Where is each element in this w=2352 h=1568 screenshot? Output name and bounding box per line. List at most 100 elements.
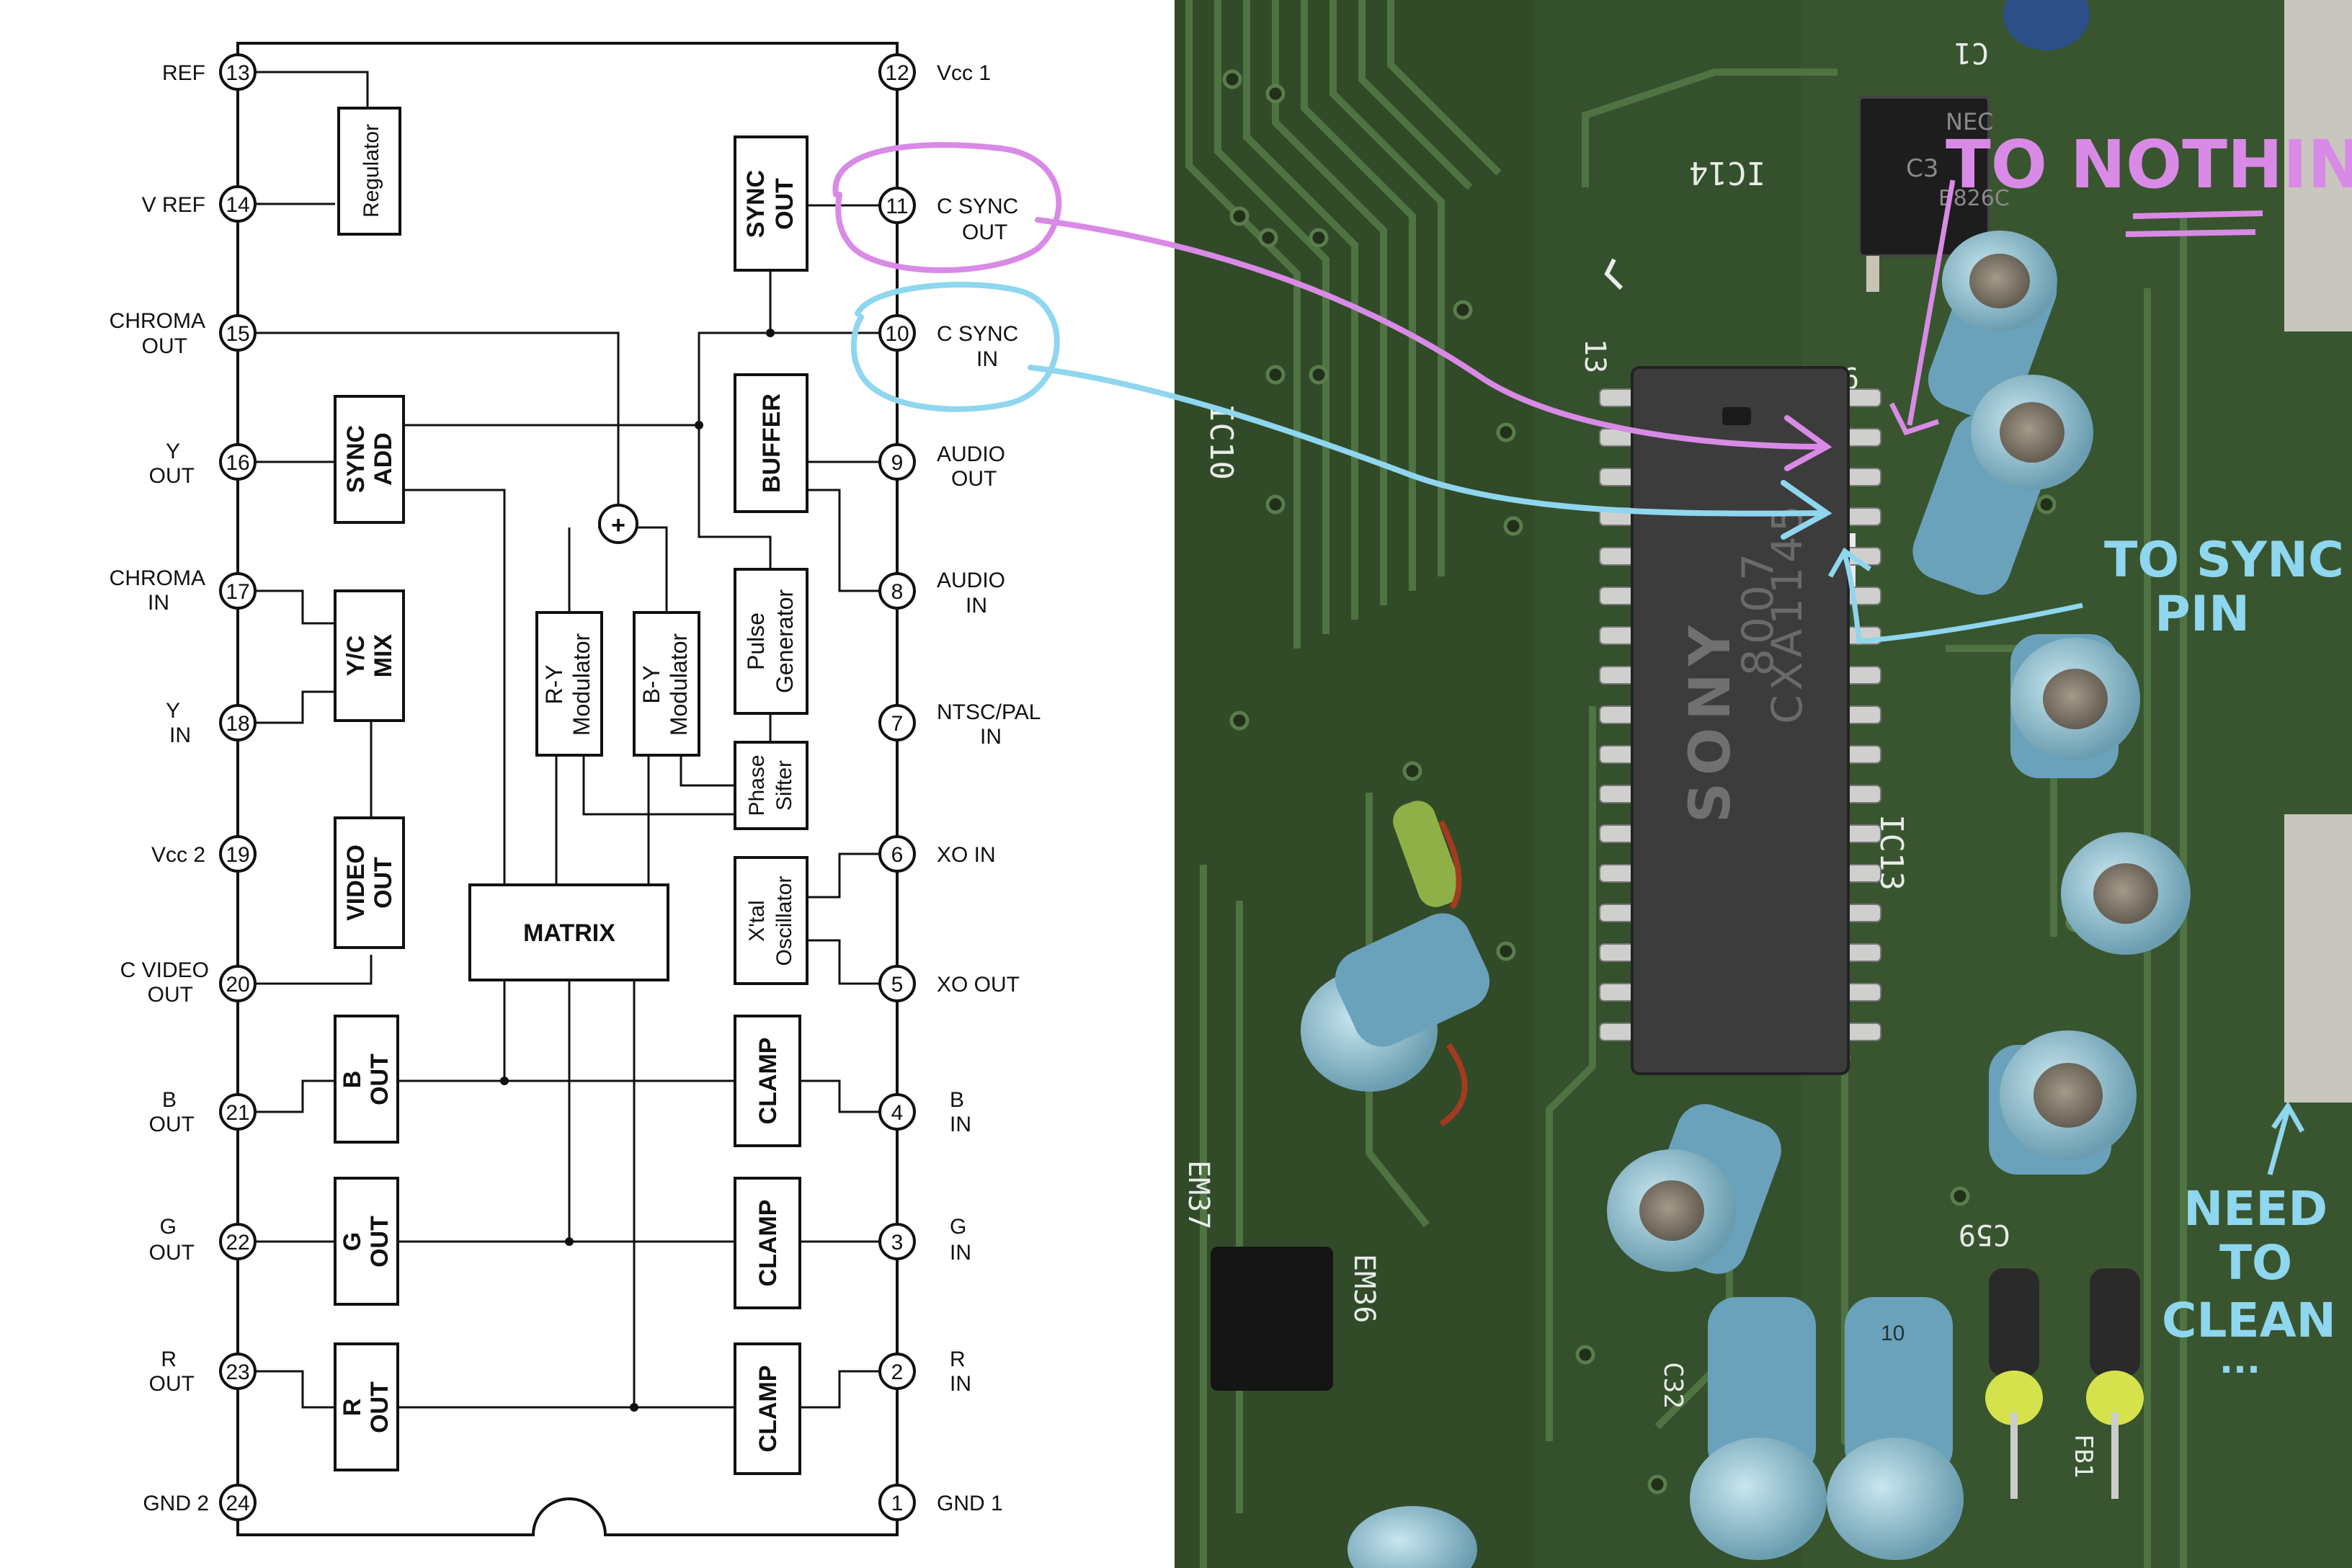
pin-14: 14 V REF (142, 185, 257, 223)
svg-text:Modulator: Modulator (569, 633, 594, 736)
pin-label: OUT (149, 1372, 195, 1396)
to-nothing-arrow (1907, 179, 1956, 426)
svg-text:MATRIX: MATRIX (523, 919, 615, 947)
block-g-out: G OUT (334, 1177, 399, 1306)
svg-text:8: 8 (891, 580, 904, 604)
block-b-out: B OUT (334, 1015, 399, 1144)
block-matrix: MATRIX (468, 883, 669, 981)
capacitor (2061, 832, 2191, 955)
svg-text:CLAMP: CLAMP (754, 1200, 782, 1287)
svg-text:Modulator: Modulator (666, 633, 692, 736)
block-clamp-r: CLAMP (734, 1342, 801, 1475)
capacitor (1690, 1297, 1827, 1560)
svg-text:+: + (611, 512, 625, 539)
pin-20: 20 C VIDEO OUT (120, 958, 257, 1007)
pin-label: OUT (149, 1241, 195, 1265)
wire-junctions (500, 329, 775, 1412)
svg-text:FB1: FB1 (2069, 1434, 2098, 1478)
pin-label: V REF (142, 193, 205, 217)
pin-label: C VIDEO (120, 958, 209, 982)
svg-text:C1: C1 (1954, 36, 1989, 69)
block-buffer: BUFFER (734, 373, 808, 513)
block-r-out: R OUT (334, 1342, 399, 1471)
pin-21: 21 B OUT (149, 1088, 257, 1136)
svg-text:XO OUT: XO OUT (937, 973, 1020, 997)
svg-text:14: 14 (226, 193, 249, 217)
svg-text:X'tal: X'tal (745, 900, 769, 941)
ic-package-outline (236, 42, 899, 1536)
svg-text:C32: C32 (1658, 1362, 1688, 1409)
svg-text:IC14: IC14 (1689, 154, 1765, 191)
svg-text:6: 6 (891, 843, 904, 867)
svg-text:7: 7 (891, 712, 904, 736)
svg-text:G: G (950, 1215, 966, 1239)
pin-label: B (162, 1088, 177, 1112)
svg-text:Y/C: Y/C (342, 636, 370, 677)
svg-text:PIN: PIN (2155, 586, 2250, 643)
svg-text:10: 10 (885, 322, 909, 346)
block-video-out: VIDEO OUT (334, 816, 405, 949)
pin-label: REF (162, 61, 205, 85)
block-xtal-oscillator: X'tal Oscillator (734, 856, 808, 985)
pin-label: Y (166, 699, 180, 723)
pin-label: GND 2 (143, 1492, 209, 1515)
chip-body (1631, 366, 1850, 1075)
pin-16: 16 Y OUT (149, 440, 257, 488)
svg-text:13: 13 (226, 61, 249, 85)
svg-text:SYNC: SYNC (742, 170, 770, 238)
pin-11: 11 C SYNC OUT (878, 187, 1018, 244)
capacitor: 10 (1827, 1297, 1964, 1560)
pin-label: OUT (149, 464, 195, 488)
svg-text:ADD: ADD (370, 432, 397, 486)
ferrite-bead (1989, 1268, 2039, 1376)
svg-text:18: 18 (226, 712, 249, 736)
svg-text:OUT: OUT (370, 857, 397, 909)
svg-text:GND 1: GND 1 (937, 1492, 1003, 1515)
svg-text:NTSC/PAL: NTSC/PAL (937, 700, 1041, 724)
block-sync-out: SYNC OUT (734, 135, 808, 272)
svg-text:B: B (339, 1071, 366, 1089)
svg-text:AUDIO: AUDIO (937, 569, 1005, 592)
blue-circle-c-sync-in (850, 282, 1060, 412)
svg-text:R-Y: R-Y (541, 664, 567, 704)
schematic-panel: 13 REF 14 V REF 15 CHROMA OUT 16 Y OUT 1… (0, 0, 1175, 1568)
block-yc-mix: Y/C MIX (334, 589, 405, 722)
svg-text:1: 1 (891, 1492, 904, 1515)
svg-text:3: 3 (891, 1231, 904, 1255)
svg-text:5: 5 (891, 973, 904, 997)
svg-text:22: 22 (226, 1231, 249, 1255)
pin-label: Y (166, 440, 180, 463)
capacitor (2010, 634, 2140, 778)
svg-text:SYNC: SYNC (342, 425, 370, 493)
svg-text:OUT: OUT (366, 1381, 393, 1433)
svg-text:OUT: OUT (771, 178, 798, 230)
svg-text:OUT: OUT (951, 467, 997, 491)
svg-text:R: R (950, 1348, 966, 1371)
heatsink (2284, 814, 2352, 1102)
svg-text:21: 21 (226, 1101, 249, 1125)
pcb-photo-panel: IC14 IC10 IC13 C1 C59 C32 FB1 EM36 EM37 … (1175, 0, 2352, 1568)
block-regulator: Regulator (337, 107, 401, 236)
pin-13: 13 REF (162, 53, 257, 91)
block-clamp-b: CLAMP (734, 1015, 801, 1147)
capacitor (1348, 1506, 1477, 1568)
svg-text:C3: C3 (1906, 154, 1938, 183)
capacitor (1607, 1104, 1781, 1274)
svg-text:12: 12 (885, 61, 909, 85)
svg-text:MIX: MIX (370, 633, 397, 677)
adder-circle: + (598, 504, 638, 544)
svg-text:10: 10 (1881, 1322, 1905, 1345)
block-phase-shifter: Phase Sifter (734, 741, 808, 830)
pink-link-arrow (1035, 217, 1826, 450)
svg-text:Pulse: Pulse (743, 612, 769, 670)
pink-circle-c-sync-out (832, 142, 1062, 273)
pin-24: 24 GND 2 (143, 1484, 257, 1521)
block-ry-modulator: R-Y Modulator (535, 611, 603, 757)
pin-19: 19 Vcc 2 (151, 835, 257, 873)
chip-brand: SONY (1678, 618, 1743, 823)
pin-4: 4 B IN (878, 1088, 971, 1136)
to-sync-pin-arrow (1842, 553, 2083, 644)
svg-text:17: 17 (226, 580, 249, 604)
svg-text:20: 20 (226, 973, 249, 997)
